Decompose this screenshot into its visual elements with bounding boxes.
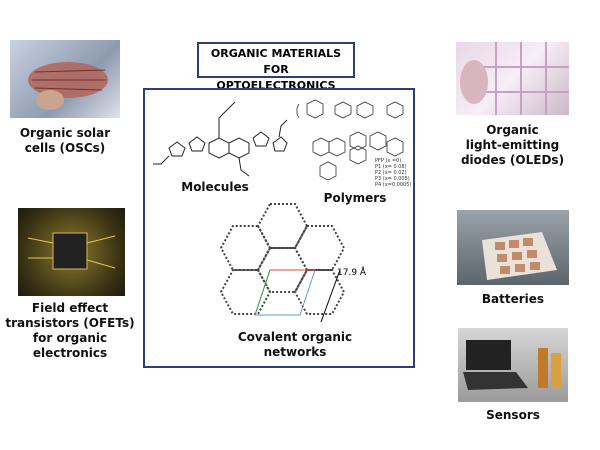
polymer-structure: PFP (x =0) P1 (x= 0.08) P2 (x= 0.02) P3 … — [296, 99, 411, 188]
legend-item: P2 (x= 0.02) — [375, 170, 407, 176]
batteries-photo — [457, 210, 569, 285]
polymers-label: Polymers — [323, 191, 387, 205]
ofet-label-line: Field effect — [31, 301, 109, 315]
ofet-label-line: for organic — [32, 331, 108, 345]
ofet-photo — [18, 208, 125, 296]
polymer-legend: PFP (x =0) P1 (x= 0.08) P2 (x= 0.02) P3 … — [375, 158, 411, 188]
legend-item: P3 (x= 0.005) — [375, 176, 410, 182]
legend-item: P4 (x=0.0005) — [375, 182, 411, 188]
title-line-1: ORGANIC MATERIALS FOR — [210, 47, 342, 76]
legend-item: P1 (x= 0.08) — [375, 164, 407, 170]
molecule-structure — [153, 101, 288, 177]
oled-label-line: diodes (OLEDs) — [460, 153, 565, 167]
diagram-title: ORGANIC MATERIALS FOR OPTOELECTRONICS — [197, 42, 355, 92]
distance-label: 17.9 Å — [337, 268, 367, 278]
legend-item: PFP (x =0) — [375, 158, 401, 164]
oled-label-line: light-emitting — [465, 138, 560, 152]
osc-label-line: Organic solar — [19, 126, 111, 140]
network-structure — [219, 203, 346, 323]
sensors-label: Sensors — [486, 408, 540, 422]
sensors-photo — [458, 328, 568, 402]
ofet-label-line: transistors (OFETs) — [5, 316, 135, 330]
ofet-label: Field effect transistors (OFETs) for org… — [5, 301, 135, 361]
ofet-label-line: electronics — [32, 346, 108, 360]
oled-photo — [456, 42, 569, 115]
osc-photo — [10, 40, 120, 118]
molecules-label: Molecules — [181, 180, 249, 194]
oled-label: Organic light-emitting diodes (OLEDs) — [450, 123, 575, 168]
networks-label: Covalent organic networks — [237, 330, 353, 359]
materials-box: Molecules PFP (x =0) P1 (x= 0.08) P2 (x= — [143, 88, 415, 368]
osc-label: Organic solar cells (OSCs) — [5, 126, 125, 156]
batteries-label: Batteries — [481, 292, 545, 306]
osc-label-line: cells (OSCs) — [24, 141, 106, 155]
oled-label-line: Organic — [486, 123, 539, 137]
